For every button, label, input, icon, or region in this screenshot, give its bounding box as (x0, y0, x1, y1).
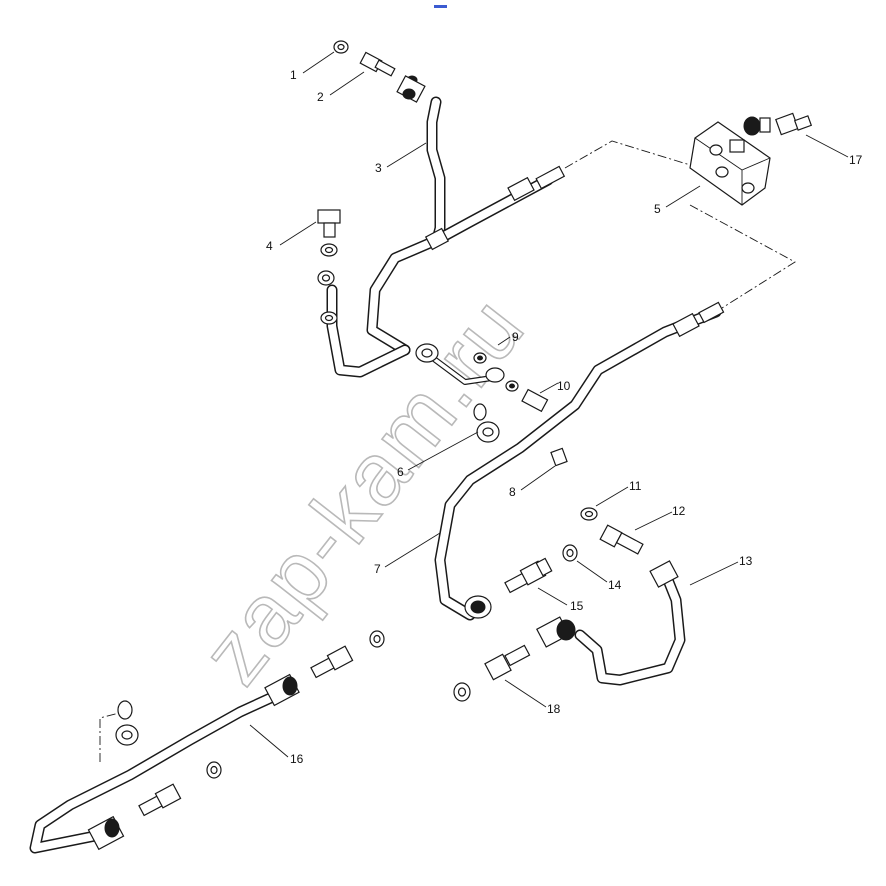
part-5-block (689, 121, 771, 206)
part-18-union (453, 644, 531, 702)
pipe-3-nut (396, 75, 426, 103)
top-blue-mark (434, 5, 447, 8)
callout-6: 6 (397, 465, 404, 479)
pipe-16 (29, 673, 300, 854)
leader-lines (249, 51, 849, 758)
part-6-clamp (473, 403, 500, 443)
callout-18: 18 (547, 702, 561, 716)
callout-9: 9 (512, 330, 519, 344)
callout-1: 1 (290, 68, 297, 82)
pipe-3 (426, 96, 446, 246)
assembly-dash-lines (99, 140, 796, 762)
callout-2: 2 (317, 90, 324, 104)
part-17-elbow (743, 112, 813, 136)
callout-numbers: 1 2 3 4 5 6 7 8 9 10 11 12 13 14 15 16 1… (266, 68, 863, 766)
part-10-banjo (485, 367, 549, 413)
callout-8: 8 (509, 485, 516, 499)
callout-14: 14 (608, 578, 622, 592)
callout-3: 3 (375, 161, 382, 175)
callout-13: 13 (739, 554, 753, 568)
callout-11: 11 (629, 479, 642, 493)
callout-10: 10 (557, 379, 571, 393)
callout-17: 17 (849, 153, 863, 167)
callout-5: 5 (654, 202, 661, 216)
part-12-adapter (599, 524, 644, 555)
callout-16: 16 (290, 752, 304, 766)
callout-7: 7 (374, 562, 381, 576)
part-14-washer (562, 544, 578, 562)
part-1-washer (333, 40, 349, 54)
pipe-13 (536, 560, 686, 686)
callout-4: 4 (266, 239, 273, 253)
pipe-7 (434, 301, 725, 621)
part-9-washers (473, 352, 519, 392)
part-11-washer (580, 507, 598, 521)
part-15-union (504, 557, 553, 594)
part-8-bolt (550, 447, 568, 467)
part-16-unions (115, 630, 385, 817)
watermark-text: zap-kam.ru (182, 278, 543, 702)
callout-15: 15 (570, 599, 584, 613)
callout-12: 12 (672, 504, 686, 518)
part-4-bolt (317, 209, 341, 325)
